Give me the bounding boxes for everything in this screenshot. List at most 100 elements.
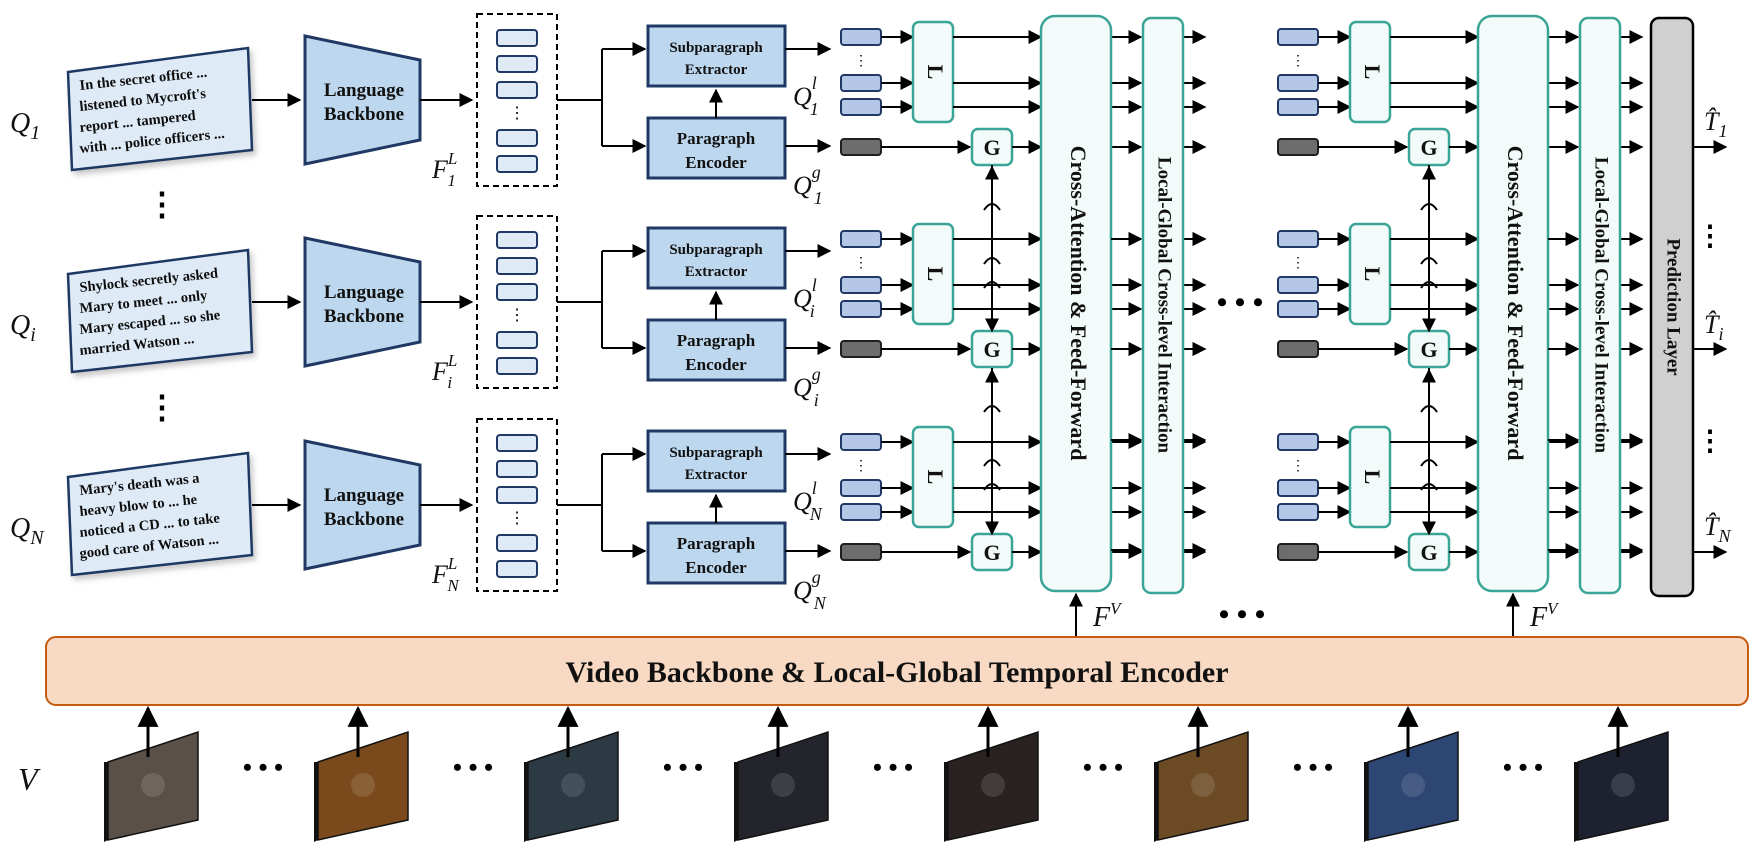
video-frame <box>104 705 199 842</box>
svg-text:FV: FV <box>1529 599 1560 633</box>
language-feature-tokens: ⋮ <box>476 418 558 592</box>
local-query-token <box>840 28 882 46</box>
subparagraph-extractor-label: Extractor <box>685 264 748 280</box>
query-label: Qi <box>10 310 36 346</box>
cross-attention-label: Cross-Attention & Feed-Forward <box>1066 146 1091 461</box>
stage-row: ⋮LG <box>840 20 1207 167</box>
paragraph-encoder-label: Encoder <box>685 153 747 172</box>
cross-attention-block: Cross-Attention & Feed-Forward <box>1476 14 1644 593</box>
paragraph-encoder-label: Encoder <box>685 355 747 374</box>
local-query-token <box>840 74 882 92</box>
global-query-token <box>1277 543 1319 561</box>
stage-row: ⋮LG <box>1277 425 1644 572</box>
subparagraph-extractor-label: Subparagraph <box>669 40 763 56</box>
video-encoder-label: Video Backbone & Local-Global Temporal E… <box>565 656 1228 689</box>
local-query-token <box>1277 276 1319 294</box>
svg-text:FV: FV <box>1092 599 1123 633</box>
language-backbone-label: Backbone <box>324 509 404 530</box>
local-query-token <box>1277 74 1319 92</box>
language-feature-tokens: ⋮ <box>476 13 558 187</box>
local-block <box>911 425 955 529</box>
subparagraph-extractor-label: Subparagraph <box>669 242 763 258</box>
local-query-token <box>1277 433 1319 451</box>
local-query-token <box>1277 300 1319 318</box>
video-frame <box>1154 705 1249 842</box>
local-query-token <box>840 230 882 248</box>
global-query-token <box>840 138 882 156</box>
global-query-token <box>1277 340 1319 358</box>
local-global-interaction-block: Local-Global Cross-level Interaction <box>1141 16 1185 595</box>
query-label: QN <box>10 513 45 549</box>
query-document: In the secret office ...listened to Mycr… <box>66 46 254 172</box>
stage-row: ⋮LG <box>840 425 1207 572</box>
frame-ellipsis: • • • <box>663 753 703 782</box>
predictions: T̂1T̂iT̂N⋮⋮ <box>1693 107 1731 559</box>
frame-ellipsis: • • • <box>243 753 283 782</box>
token-ellipsis: ⋮ <box>509 510 525 527</box>
local-query-token <box>1277 230 1319 248</box>
frame-ellipsis: • • • <box>1503 753 1543 782</box>
prediction-label: T̂i <box>1704 310 1723 344</box>
query-ellipsis: ⋮ <box>146 186 178 222</box>
local-query-token <box>840 433 882 451</box>
local-block-label: L <box>923 267 948 282</box>
global-query-token <box>840 340 882 358</box>
local-block-label: L <box>1360 65 1385 80</box>
global-block-label: G <box>1420 540 1437 565</box>
prediction-ellipsis: ⋮ <box>1696 221 1724 252</box>
frame-ellipsis: • • • <box>1083 753 1123 782</box>
local-block <box>911 222 955 326</box>
local-block <box>1348 222 1392 326</box>
token-ellipsis: ⋮ <box>509 105 525 122</box>
token-ellipsis: ⋮ <box>1291 256 1305 271</box>
local-block <box>1348 425 1392 529</box>
cross-attention-block: Cross-Attention & Feed-Forward <box>1039 14 1207 593</box>
language-feature-tokens: ⋮ <box>476 215 558 389</box>
cross-attention-label: Cross-Attention & Feed-Forward <box>1503 146 1528 461</box>
global-block-label: G <box>983 135 1000 160</box>
language-backbone-label: Language <box>324 485 404 506</box>
video-feature-label-2: FV <box>1529 599 1560 633</box>
frame-ellipsis: • • • <box>453 753 493 782</box>
local-block-label: L <box>923 470 948 485</box>
subparagraph-extractor-label: Subparagraph <box>669 445 763 461</box>
stage-ellipsis-bottom: • • • <box>1219 598 1266 631</box>
token-ellipsis: ⋮ <box>509 307 525 324</box>
local-query-token <box>1277 503 1319 521</box>
local-query-token <box>840 503 882 521</box>
local-block <box>1348 20 1392 124</box>
local-query-token <box>840 98 882 116</box>
global-query-token <box>840 543 882 561</box>
language-backbone-label: Backbone <box>324 306 404 327</box>
video-frame <box>1364 705 1459 842</box>
token-ellipsis: ⋮ <box>1291 459 1305 474</box>
stage-row: ⋮LG <box>1277 222 1644 369</box>
global-block-label: G <box>983 337 1000 362</box>
token-ellipsis: ⋮ <box>854 459 868 474</box>
paragraph-encoder-label: Encoder <box>685 558 747 577</box>
subparagraph-extractor-label: Extractor <box>685 62 748 78</box>
prediction-label: T̂N <box>1704 512 1731 546</box>
global-block-label: G <box>1420 337 1437 362</box>
video-feature-label-1: FV <box>1092 599 1123 633</box>
language-backbone-label: Language <box>324 80 404 101</box>
local-global-interaction-block: Local-Global Cross-level Interaction <box>1578 16 1622 595</box>
local-block-label: L <box>923 65 948 80</box>
